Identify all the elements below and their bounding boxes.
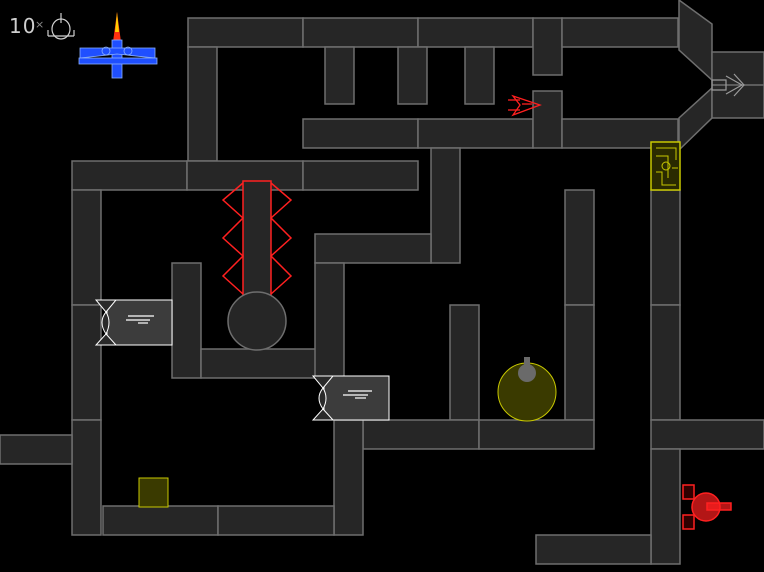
maze-wall [397, 46, 428, 105]
maze-wall [650, 448, 681, 565]
maze-walls [0, 17, 764, 565]
circuit-board-icon[interactable] [650, 141, 681, 191]
maze-wall [71, 419, 102, 536]
yellow-crate[interactable] [138, 477, 169, 508]
maze-wall [478, 419, 595, 450]
fighter-jet-icon[interactable] [78, 12, 158, 79]
maze-wall [187, 46, 218, 162]
maze-wall [314, 233, 432, 264]
maze-wall [535, 534, 652, 565]
maze-wall [532, 17, 563, 76]
maze-wall [71, 160, 188, 191]
maze-wall [532, 90, 563, 149]
lives-multiplier: × [35, 18, 45, 31]
exit-gate-icon [678, 0, 764, 152]
maze-wall [362, 419, 480, 450]
enemy-jet-icon [508, 94, 542, 117]
maze-wall [314, 262, 345, 379]
maze-wall [217, 505, 335, 536]
maze-wall [324, 46, 355, 105]
maze-wall [650, 189, 681, 306]
maze-wall [417, 17, 534, 48]
maze-wall [171, 262, 202, 379]
maze-wall [302, 118, 419, 149]
maze-wall [0, 434, 73, 465]
spike-trap-icon [221, 180, 293, 351]
maze-wall [464, 46, 495, 105]
maze-wall [302, 160, 419, 191]
maze-wall [430, 147, 461, 264]
lives-count: 10 [9, 14, 37, 38]
maze-wall [561, 17, 679, 48]
maze-wall [650, 419, 764, 450]
maze-wall [417, 118, 534, 149]
maze-wall [564, 304, 595, 421]
maze-wall [102, 505, 219, 536]
maze-wall [449, 304, 480, 421]
maze-wall [302, 17, 419, 48]
bomb-icon[interactable] [497, 357, 557, 422]
maze-wall [200, 348, 317, 379]
maze-wall [561, 118, 679, 149]
maze-wall [650, 304, 681, 421]
gun-pickup-icon[interactable] [311, 375, 390, 421]
maze-wall [71, 189, 102, 306]
turret-icon [682, 484, 732, 530]
maze-wall [333, 419, 364, 536]
bomb-icon [47, 13, 75, 40]
maze-wall [187, 17, 304, 48]
gun-pickup-icon[interactable] [94, 299, 173, 346]
maze-wall [71, 304, 102, 421]
maze-wall [564, 189, 595, 306]
